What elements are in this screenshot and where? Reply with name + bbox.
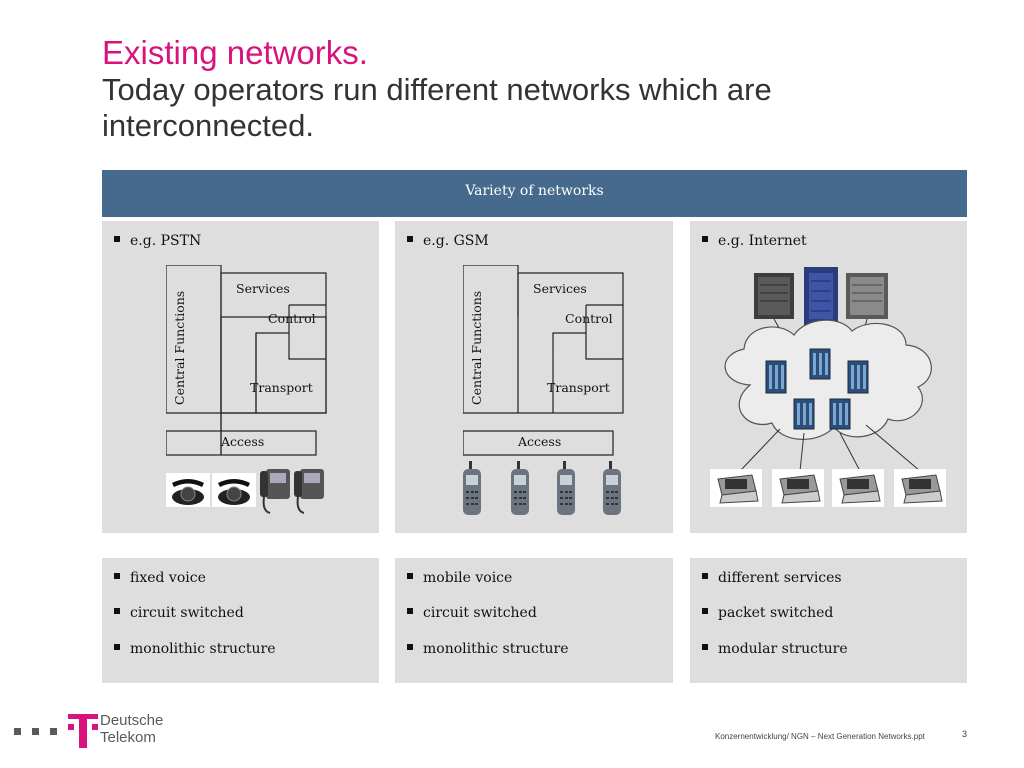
transport-label: Transport: [547, 380, 610, 395]
feature-item: packet switched: [702, 605, 833, 621]
layer-diagram: Central Functions Services Control Trans…: [463, 265, 625, 457]
device-row: [395, 461, 673, 521]
feature-item: circuit switched: [114, 605, 244, 621]
feature-item: mobile voice: [407, 570, 512, 586]
brand-name: Deutsche Telekom: [100, 712, 164, 746]
rotary-telephone-icon: [166, 473, 210, 507]
services-label: Services: [236, 281, 290, 296]
feature-item: different services: [702, 570, 842, 586]
panel-internet: e.g. Internet: [690, 221, 967, 533]
feature-item: fixed voice: [114, 570, 206, 586]
rotary-telephone-icon: [212, 473, 256, 507]
panel-internet-features: different services packet switched modul…: [690, 558, 967, 683]
mobile-phone-icon: [603, 461, 621, 515]
panel-heading: e.g. GSM: [407, 233, 489, 249]
desk-telephone-icon: [260, 469, 290, 514]
services-label: Services: [533, 281, 587, 296]
panel-pstn-features: fixed voice circuit switched monolithic …: [102, 558, 379, 683]
feature-item: monolithic structure: [114, 641, 276, 657]
mobile-phone-icon: [557, 461, 575, 515]
control-label: Control: [565, 311, 613, 326]
desk-telephone-icon: [294, 469, 324, 514]
access-label: Access: [518, 434, 562, 449]
page-number: 3: [962, 729, 968, 739]
server-icon: [804, 267, 838, 325]
central-functions-label: Central Functions: [172, 290, 187, 405]
slide-title: Existing networks. Today operators run d…: [102, 34, 982, 144]
server-icon: [754, 273, 794, 319]
internet-network-graphic: [710, 267, 946, 507]
laptop-icon: [772, 469, 824, 507]
access-label: Access: [221, 434, 265, 449]
deutsche-telekom-logo: Deutsche Telekom: [10, 712, 180, 752]
feature-item: circuit switched: [407, 605, 537, 621]
layer-diagram: Central Functions Services Control Trans…: [166, 265, 328, 457]
telekom-t-icon: [68, 714, 98, 748]
panel-gsm: e.g. GSM Central Functions Services Cont…: [395, 221, 673, 533]
feature-item: monolithic structure: [407, 641, 569, 657]
panel-heading: e.g. PSTN: [114, 233, 201, 249]
panel-heading: e.g. Internet: [702, 233, 807, 249]
feature-item: modular structure: [702, 641, 848, 657]
mobile-phone-icon: [463, 461, 481, 515]
server-icon: [846, 273, 888, 319]
banner-header: Variety of networks: [102, 170, 967, 217]
mobile-phone-icon: [511, 461, 529, 515]
panel-gsm-features: mobile voice circuit switched monolithic…: [395, 558, 673, 683]
title-line-1: Existing networks.: [102, 34, 368, 71]
control-label: Control: [268, 311, 316, 326]
transport-label: Transport: [250, 380, 313, 395]
central-functions-label: Central Functions: [469, 290, 484, 405]
panel-pstn: e.g. PSTN Central Functions Services Con…: [102, 221, 379, 533]
title-line-2: Today operators run different networks w…: [102, 72, 772, 107]
laptop-icon: [710, 469, 762, 507]
laptop-icon: [832, 469, 884, 507]
title-line-3: interconnected.: [102, 108, 314, 143]
laptop-icon: [894, 469, 946, 507]
device-row: [102, 467, 379, 521]
footer-note: Konzernentwicklung/ NGN – Next Generatio…: [715, 732, 925, 741]
